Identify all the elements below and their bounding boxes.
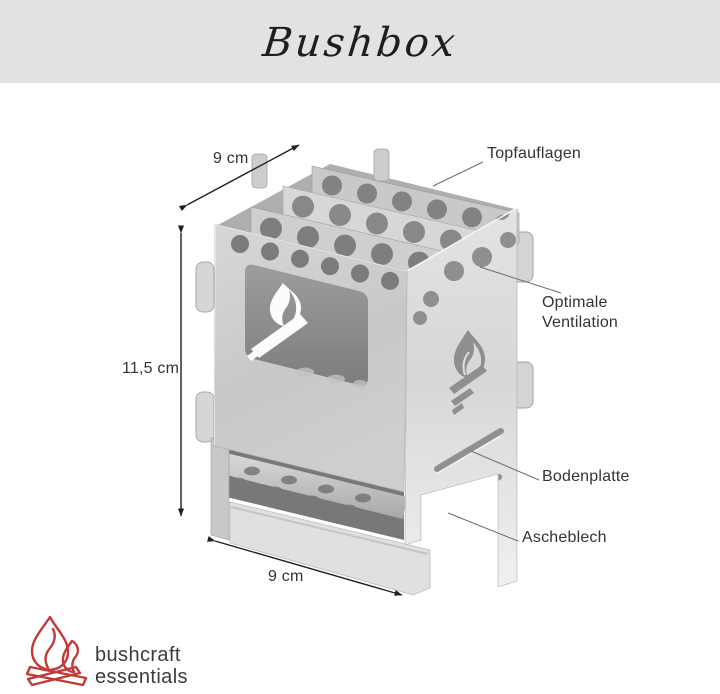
stove-illustration: [195, 148, 534, 596]
flame-cutout-side: [449, 330, 487, 415]
leader-ash-pan: [447, 512, 519, 542]
ventilation-holes: [413, 208, 516, 325]
brand-name: bushcraft essentials: [95, 644, 188, 688]
top-tabs: [251, 148, 390, 189]
door-opening: [245, 264, 368, 388]
leader-pot-supports: [432, 161, 484, 187]
callout-ash-pan: Ascheblech: [522, 529, 607, 546]
width-arrow: [206, 536, 403, 596]
right-panel: [404, 207, 518, 588]
brand-name-line1: bushcraft: [95, 644, 181, 666]
callout-base-plate: Bodenplatte: [542, 468, 630, 485]
callout-pot-supports: Topfauflagen: [487, 145, 582, 162]
front-left-leg: [210, 437, 230, 541]
width-dimension-label: 9 cm: [268, 568, 304, 585]
header-banner: Bushbox: [0, 0, 720, 83]
front-top-holes: [231, 235, 399, 290]
front-panel: [213, 223, 408, 493]
hinge-tabs-left: [195, 261, 215, 443]
base-plate: [218, 452, 407, 519]
ash-pan: [229, 501, 431, 596]
interior-floor-holes: [296, 367, 367, 388]
leader-base-plate: [470, 450, 540, 481]
pot-supports: [250, 165, 520, 290]
under-box-shadow: [214, 446, 404, 540]
dimension-arrows: [178, 144, 403, 596]
flame-cutout-front: [247, 283, 308, 361]
campfire-icon: [26, 615, 88, 687]
brand-name-line2: essentials: [95, 666, 188, 688]
height-dimension-label: 11,5 cm: [122, 360, 180, 377]
depth-dimension-label: 9 cm: [213, 150, 249, 167]
side-slots: [431, 427, 504, 522]
hinge-tabs-right: [509, 231, 534, 409]
top-opening: [216, 164, 519, 272]
callout-ventilation: Optimale Ventilation: [542, 294, 619, 332]
leader-ventilation: [479, 266, 562, 294]
